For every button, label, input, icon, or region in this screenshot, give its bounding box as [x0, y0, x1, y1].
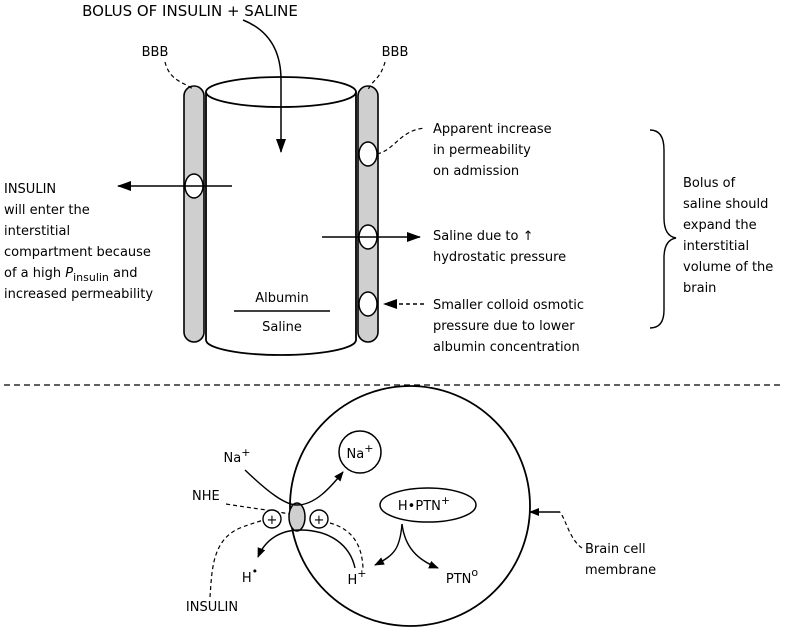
insulin-line-6: increased permeability	[4, 287, 153, 302]
permeability-line-2: in permeability	[433, 143, 531, 158]
insulin-line-2: will enter the	[4, 203, 90, 218]
na-outside-label: Na+	[224, 446, 251, 466]
bracket-line-6: brain	[683, 281, 716, 296]
bolus-arrow	[242, 19, 286, 153]
bbb-left-leader	[164, 61, 195, 91]
h-efflux-arrow	[257, 529, 356, 569]
pore-right-bottom	[358, 291, 378, 317]
bbb-right-leader	[367, 61, 386, 91]
nhe-leader	[225, 503, 290, 515]
insulin-line-5: of a high Pinsulin and	[4, 266, 138, 284]
permeability-text: Apparent increase in permeability on adm…	[433, 122, 552, 179]
pore-right-top	[358, 141, 378, 167]
plus-sign-left: +	[267, 513, 278, 528]
bbb-label-right: BBB	[382, 45, 409, 60]
ptn-label: PTNo	[446, 566, 479, 587]
colloid-line-3: albumin concentration	[433, 340, 580, 355]
colloid-line-2: pressure due to lower	[433, 319, 575, 334]
colloid-line-1: Smaller colloid osmotic	[433, 298, 584, 313]
bracket-line-1: Bolus of	[683, 176, 736, 191]
plus-sign-right: +	[314, 513, 325, 528]
insulin-line-4: compartment because	[4, 245, 151, 260]
permeability-leader	[376, 127, 426, 155]
colloid-text: Smaller colloid osmotic pressure due to …	[433, 298, 584, 355]
h-dot-label: H•	[242, 565, 258, 586]
na-inside-label: Na+	[347, 442, 374, 462]
insulin-bottom-label: INSULIN	[186, 600, 238, 615]
permeability-line-3: on admission	[433, 164, 519, 179]
saline-line-1: Saline due to ↑	[433, 229, 534, 244]
saline-line-2: hydrostatic pressure	[433, 250, 566, 265]
bbb-label-left: BBB	[142, 45, 169, 60]
na-inside-circle	[338, 430, 382, 474]
insulin-line-3: interstitial	[4, 224, 70, 239]
nhe-label: NHE	[192, 489, 220, 504]
plus-circle-right	[309, 509, 329, 529]
insulin-text: INSULIN will enter the interstitial comp…	[4, 182, 153, 302]
hptn-label: H•PTN+	[398, 494, 450, 514]
hptn-to-h-arrow	[374, 523, 403, 566]
hptn-to-ptn-arrow	[401, 523, 439, 569]
saline-label: Saline	[262, 320, 302, 335]
curly-bracket	[649, 129, 677, 329]
permeability-line-1: Apparent increase	[433, 122, 552, 137]
bracket-line-2: saline should	[683, 197, 768, 212]
saline-text: Saline due to ↑ hydrostatic pressure	[433, 229, 566, 265]
insulin-line-1: INSULIN	[4, 182, 56, 197]
hptn-ellipse	[379, 487, 477, 523]
bolus-label: BOLUS OF INSULIN + SALINE	[82, 2, 298, 20]
bracket-line-4: interstitial	[683, 239, 749, 254]
vessel-body	[205, 92, 357, 356]
brain-cell-line-1: Brain cell	[585, 542, 646, 557]
h-plus-label: H+	[348, 567, 367, 588]
na-transport-arrow	[244, 469, 344, 506]
bracket-line-5: volume of the	[683, 260, 773, 275]
bracket-text: Bolus of saline should expand the inters…	[683, 176, 773, 296]
albumin-label: Albumin	[255, 291, 309, 306]
insulin-stim-leader	[209, 519, 264, 598]
membrane-leader	[559, 511, 583, 549]
brain-cell-line-2: membrane	[585, 563, 656, 578]
bbb-left-wall	[183, 85, 205, 343]
insulin-stim-leader-right	[329, 522, 364, 569]
nhe-exchanger	[288, 502, 306, 532]
plus-circle-left	[262, 509, 282, 529]
bracket-line-3: expand the	[683, 218, 757, 233]
